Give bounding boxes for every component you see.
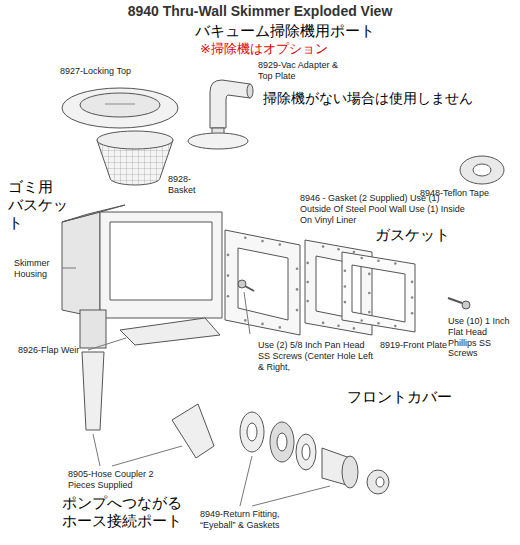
coupler-leader — [93, 434, 100, 466]
part-label: 8928-Basket — [168, 174, 218, 196]
screw-hole — [296, 288, 299, 291]
coupler-leader — [112, 446, 182, 466]
screw-leader — [244, 292, 250, 334]
screw-hole — [337, 324, 340, 327]
screw-hole — [368, 273, 371, 276]
hose-coupler — [82, 352, 104, 430]
screw-hole — [360, 257, 363, 260]
return-gasket — [240, 412, 264, 452]
housing-outlet — [80, 310, 106, 348]
screw-hole — [394, 262, 397, 265]
teflon-tape-core — [473, 164, 491, 176]
screw-hole — [411, 296, 414, 299]
screw-hole — [394, 325, 397, 328]
part-label: Use (2) 5/8 Inch Pan Head SS Screws (Cen… — [258, 340, 376, 372]
note-red: ※掃除機はオプション — [200, 41, 360, 57]
hose-coupler — [172, 404, 214, 458]
housing-leader — [62, 268, 76, 269]
screw-hole — [279, 243, 282, 246]
screw-hole — [353, 251, 356, 254]
housing-side — [62, 212, 100, 318]
screw-hole — [261, 240, 264, 243]
screw-hole — [353, 327, 356, 330]
annotation-jp: バキューム掃除機用ポート — [195, 22, 395, 40]
screw-hole — [377, 322, 380, 325]
eyeball — [367, 470, 389, 494]
screw-hole — [411, 281, 414, 284]
screw-hole — [296, 267, 299, 270]
screw-hole — [227, 274, 230, 277]
part-label: 8929-Vac Adapter & Top Plate — [258, 60, 348, 82]
screw-hole — [411, 312, 414, 315]
locking-top-rim — [80, 93, 160, 117]
screw-hole — [368, 311, 371, 314]
screw-hole — [377, 259, 380, 262]
screw-holes — [227, 236, 414, 329]
front-plate — [342, 252, 415, 332]
diagram-title: 8940 Thru-Wall Skimmer Exploded View — [0, 3, 520, 19]
part-label: 8946 - Gasket (2 Supplied) Use (1) Outsi… — [300, 193, 470, 225]
annotation-jp: ゴミ用 バスケット — [8, 178, 72, 232]
flap-weir — [120, 318, 220, 345]
return-gasket-hole — [302, 444, 310, 460]
annotation-jp: ガスケット — [375, 226, 485, 244]
part-label: 8949-Return Fitting, “Eyeball” & Gaskets — [200, 509, 315, 531]
locking-top-grip — [105, 104, 135, 105]
housing-front — [100, 212, 222, 318]
screw-hole — [322, 245, 325, 248]
part-label: Use (10) 1 Inch Flat Head Phillips SS Sc… — [448, 316, 516, 359]
part-label: 8927-Locking Top — [60, 66, 170, 77]
screw-hole — [360, 319, 363, 322]
screw-hole — [244, 319, 247, 322]
screw-hole — [306, 281, 309, 284]
vac-adapter-port — [247, 84, 253, 98]
screw-hole — [244, 236, 247, 239]
screw-hole — [306, 262, 309, 265]
vac-adapter — [210, 80, 250, 128]
teflon-tape — [460, 156, 504, 184]
part-label: 8919-Front Plate — [380, 340, 480, 351]
part-label: 8926-Flap Weir — [18, 345, 88, 356]
fitting-leader — [252, 486, 330, 506]
screw-hole — [296, 309, 299, 312]
screw-hole — [344, 301, 347, 304]
screw-hole — [279, 326, 282, 329]
return-gasket-hole — [247, 423, 257, 441]
eyeball-hole — [376, 477, 384, 487]
part-label: Skimmer Housing — [14, 258, 60, 280]
screw-hole — [227, 254, 230, 257]
screw-hole — [344, 270, 347, 273]
return-gasket-hole — [277, 433, 287, 451]
return-fitting-flange — [342, 456, 358, 488]
part-label: 8905-Hose Coupler 2 Pieces Supplied — [68, 469, 173, 491]
locking-top — [62, 88, 178, 128]
return-gasket — [270, 422, 294, 462]
annotation-jp: ポンプへつながる ホース接続ポート — [62, 494, 197, 530]
top-plate — [188, 133, 248, 149]
screw-hole — [344, 285, 347, 288]
gasket-inner — [305, 240, 372, 335]
flat-head-screw — [448, 298, 470, 309]
screw-hole — [337, 248, 340, 251]
screw-hole — [322, 322, 325, 325]
weir-leader — [88, 338, 126, 350]
annotation-jp: 掃除機がない場合は使用しません — [263, 90, 513, 107]
fitting-leader — [240, 456, 252, 506]
pan-head-screw — [238, 280, 254, 291]
return-gasket — [296, 434, 316, 470]
basket-rim — [97, 131, 173, 149]
screw-hole — [261, 323, 264, 326]
screw-hole — [368, 292, 371, 295]
annotation-jp: フロントカバー — [347, 388, 487, 406]
screw-hole — [306, 300, 309, 303]
gasket-outer — [225, 230, 300, 335]
screw-hole — [227, 295, 230, 298]
